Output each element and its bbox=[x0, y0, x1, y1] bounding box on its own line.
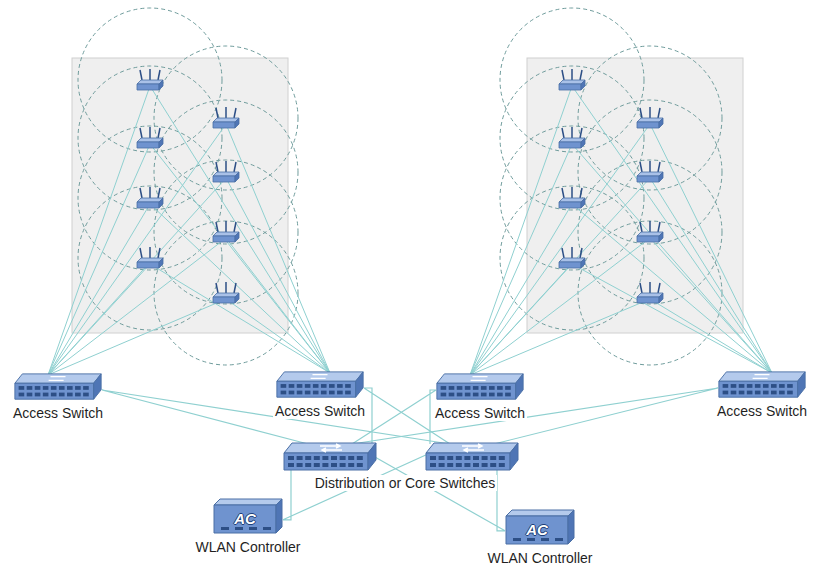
ap-uplink bbox=[470, 124, 650, 375]
coverage-circle bbox=[78, 8, 222, 152]
distribution-switch-group: Distribution or Core Switches bbox=[270, 441, 540, 492]
access-switch: Access Switch bbox=[271, 370, 370, 419]
switch-label: Access Switch bbox=[11, 405, 105, 421]
ap-uplink bbox=[470, 178, 650, 375]
ap-uplink bbox=[650, 178, 772, 373]
access-point-icon bbox=[213, 282, 239, 303]
controller-label: WLAN Controller bbox=[485, 550, 594, 566]
coverage-circle bbox=[154, 46, 298, 190]
controller-badge: AC bbox=[234, 511, 256, 527]
access-point-icon bbox=[559, 69, 585, 90]
ap-uplink bbox=[650, 299, 772, 373]
ap-uplink bbox=[470, 299, 650, 375]
ap-uplink bbox=[650, 238, 772, 373]
coverage-circle bbox=[154, 100, 298, 244]
switch-icon bbox=[282, 441, 378, 473]
switch-icon bbox=[424, 441, 520, 473]
access-point-icon bbox=[559, 127, 585, 148]
access-point-icon bbox=[213, 107, 239, 128]
ap-uplink bbox=[226, 299, 330, 373]
coverage-circle bbox=[154, 221, 298, 365]
wlan-controller: AC WLAN Controller bbox=[483, 508, 597, 567]
ap-uplink bbox=[226, 178, 330, 373]
controller-label: WLAN Controller bbox=[193, 539, 302, 555]
access-switch: Access Switch bbox=[431, 372, 530, 421]
ap-uplink bbox=[470, 238, 650, 375]
switch-icon bbox=[275, 370, 365, 400]
coverage-circle bbox=[578, 46, 722, 190]
ap-uplink bbox=[572, 204, 772, 373]
ap-uplink bbox=[470, 144, 572, 375]
access-point-icon bbox=[137, 69, 163, 90]
access-point-icon bbox=[137, 247, 163, 268]
switch-label: Access Switch bbox=[273, 403, 367, 419]
access-point-icon bbox=[213, 221, 239, 242]
coverage-circle bbox=[500, 66, 644, 210]
access-point-icon bbox=[637, 282, 663, 303]
ap-uplink bbox=[48, 178, 226, 375]
ap-uplink bbox=[150, 264, 330, 373]
network-link bbox=[102, 390, 450, 444]
ap-uplink bbox=[48, 124, 226, 375]
access-point-icon bbox=[213, 161, 239, 182]
access-point-icon bbox=[137, 127, 163, 148]
ap-uplink bbox=[48, 204, 150, 375]
wlan-controller: AC WLAN Controller bbox=[191, 497, 305, 556]
switch-icon bbox=[717, 370, 807, 400]
coverage-circle bbox=[500, 8, 644, 152]
access-point-icon bbox=[637, 107, 663, 128]
ap-uplink bbox=[226, 124, 330, 373]
access-point-icon bbox=[559, 247, 585, 268]
coverage-circle bbox=[154, 160, 298, 304]
network-link bbox=[352, 388, 718, 444]
controller-badge: AC bbox=[526, 522, 548, 538]
ap-uplink bbox=[470, 86, 572, 375]
ap-uplink bbox=[572, 264, 772, 373]
coverage-circle bbox=[578, 160, 722, 304]
building-floor bbox=[527, 58, 743, 333]
switch-icon bbox=[435, 372, 525, 402]
coverage-circle bbox=[578, 221, 722, 365]
ap-uplink bbox=[48, 86, 150, 375]
access-point-icon bbox=[559, 187, 585, 208]
coverage-circle bbox=[78, 66, 222, 210]
access-switch: Access Switch bbox=[713, 370, 812, 419]
switch-icon bbox=[13, 372, 103, 402]
ap-uplink bbox=[48, 238, 226, 375]
ap-uplink bbox=[150, 204, 330, 373]
ap-uplink bbox=[150, 144, 330, 373]
ap-uplink bbox=[572, 144, 772, 373]
access-point-icon bbox=[637, 161, 663, 182]
coverage-circle bbox=[78, 126, 222, 270]
ap-uplink bbox=[650, 124, 772, 373]
access-switch: Access Switch bbox=[9, 372, 108, 421]
switch-label: Access Switch bbox=[433, 405, 527, 421]
access-point-icon bbox=[137, 187, 163, 208]
ap-uplink bbox=[48, 144, 150, 375]
ap-uplink bbox=[572, 86, 772, 373]
access-point-icon bbox=[637, 221, 663, 242]
ap-uplink bbox=[150, 86, 330, 373]
ap-uplink bbox=[48, 299, 226, 375]
ap-uplink bbox=[226, 238, 330, 373]
coverage-circle bbox=[500, 126, 644, 270]
switch-label: Access Switch bbox=[715, 403, 809, 419]
ap-uplink bbox=[470, 204, 572, 375]
group-label: Distribution or Core Switches bbox=[313, 475, 498, 491]
coverage-circle bbox=[578, 100, 722, 244]
